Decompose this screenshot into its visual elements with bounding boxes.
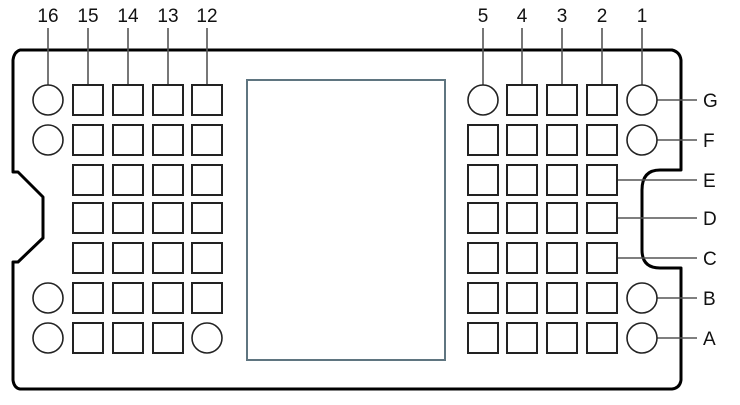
pin-left-r7-c4-square [152, 322, 184, 354]
pin-left-r3-c2-square [72, 164, 104, 196]
pin-left-r2-c3-square [112, 124, 144, 156]
row-label-G: G [703, 91, 718, 112]
column-label-14: 14 [117, 6, 139, 27]
pin-right-r3-c3-square [546, 164, 578, 196]
pin-right-r6-c5-circle [626, 282, 658, 314]
column-label-12: 12 [196, 6, 217, 27]
pin-left-r1-c5-square [191, 84, 223, 116]
row-label-D: D [703, 209, 717, 230]
pin-left-r6-c5-square [191, 282, 223, 314]
pin-left-r6-c2-square [72, 282, 104, 314]
pin-right-r5-c1-square [467, 242, 499, 274]
row-label-C: C [703, 249, 717, 270]
pin-right-r1-c1-circle [467, 84, 499, 116]
pin-right-r7-c3-square [546, 322, 578, 354]
column-label-3: 3 [557, 6, 568, 27]
column-label-15: 15 [77, 6, 98, 27]
pin-left-r2-c5-square [191, 124, 223, 156]
pin-right-r4-c1-square [467, 202, 499, 234]
pin-right-r1-c5-circle [626, 84, 658, 116]
pin-left-r1-c3-square [112, 84, 144, 116]
pin-right-r2-c4-square [586, 124, 618, 156]
pin-right-r2-c2-square [506, 124, 538, 156]
column-label-5: 5 [478, 6, 489, 27]
connector-outline [11, 48, 683, 391]
pin-left-r5-c3-square [112, 242, 144, 274]
pin-right-r2-c3-square [546, 124, 578, 156]
pin-right-r5-c2-square [506, 242, 538, 274]
pin-left-r4-c4-square [152, 202, 184, 234]
pin-left-r6-c4-square [152, 282, 184, 314]
pin-right-r6-c2-square [506, 282, 538, 314]
pin-left-r5-c5-square [191, 242, 223, 274]
pin-left-r6-c3-square [112, 282, 144, 314]
pin-left-r7-c1-circle [32, 322, 64, 354]
pin-left-r2-c2-square [72, 124, 104, 156]
pin-right-r1-c4-square [586, 84, 618, 116]
pin-right-r4-c4-square [586, 202, 618, 234]
pin-left-r4-c3-square [112, 202, 144, 234]
pin-left-r1-c4-square [152, 84, 184, 116]
pin-left-r7-c5-circle [191, 322, 223, 354]
pin-left-r7-c3-square [112, 322, 144, 354]
pin-left-r6-c1-circle [32, 282, 64, 314]
pin-right-r6-c1-square [467, 282, 499, 314]
pin-left-r2-c4-square [152, 124, 184, 156]
pin-left-r1-c1-circle [32, 84, 64, 116]
pin-right-r7-c1-square [467, 322, 499, 354]
pin-right-r7-c4-square [586, 322, 618, 354]
row-label-E: E [703, 171, 716, 192]
pin-right-r2-c5-circle [626, 124, 658, 156]
pin-left-r4-c2-square [72, 202, 104, 234]
pin-left-r3-c5-square [191, 164, 223, 196]
center-window [246, 79, 446, 361]
pin-right-r2-c1-square [467, 124, 499, 156]
pin-right-r5-c4-square [586, 242, 618, 274]
row-label-A: A [703, 329, 716, 350]
pin-right-r1-c2-square [506, 84, 538, 116]
pin-right-r6-c4-square [586, 282, 618, 314]
pin-left-r1-c2-square [72, 84, 104, 116]
pin-right-r3-c2-square [506, 164, 538, 196]
pin-left-r2-c1-circle [32, 124, 64, 156]
pin-right-r3-c4-square [586, 164, 618, 196]
column-label-13: 13 [157, 6, 178, 27]
row-label-B: B [703, 289, 716, 310]
pin-left-r3-c3-square [112, 164, 144, 196]
pin-left-r7-c2-square [72, 322, 104, 354]
pin-left-r3-c4-square [152, 164, 184, 196]
column-label-2: 2 [597, 6, 608, 27]
column-label-1: 1 [637, 6, 648, 27]
column-label-16: 16 [37, 6, 58, 27]
pin-right-r6-c3-square [546, 282, 578, 314]
pin-right-r3-c1-square [467, 164, 499, 196]
pin-left-r5-c4-square [152, 242, 184, 274]
column-label-4: 4 [517, 6, 528, 27]
pin-right-r7-c2-square [506, 322, 538, 354]
pin-left-r5-c2-square [72, 242, 104, 274]
pin-right-r4-c2-square [506, 202, 538, 234]
pin-right-r7-c5-circle [626, 322, 658, 354]
pin-right-r4-c3-square [546, 202, 578, 234]
pin-left-r4-c5-square [191, 202, 223, 234]
pin-right-r5-c3-square [546, 242, 578, 274]
pin-right-r1-c3-square [546, 84, 578, 116]
pin-grid [32, 84, 658, 354]
row-label-F: F [703, 131, 715, 152]
